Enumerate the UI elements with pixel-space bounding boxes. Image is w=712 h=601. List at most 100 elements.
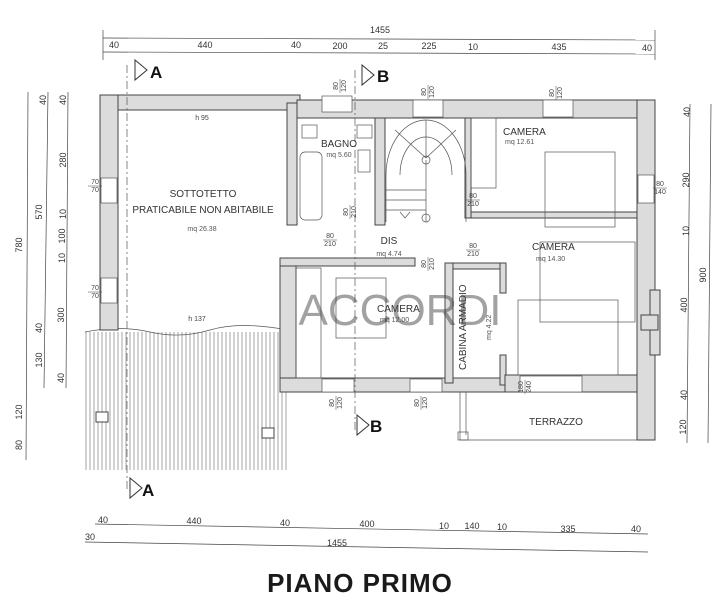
- svg-text:210: 210: [324, 241, 336, 248]
- dim-top: 25: [378, 41, 388, 51]
- svg-text:80: 80: [421, 260, 428, 268]
- svg-text:mq 14.30: mq 14.30: [536, 256, 565, 263]
- svg-text:120: 120: [557, 87, 564, 99]
- svg-text:210: 210: [351, 206, 358, 218]
- toilet: [301, 124, 318, 139]
- bed: [544, 151, 616, 228]
- svg-text:CABINA ARMADIO: CABINA ARMADIO: [458, 284, 469, 370]
- svg-text:DIS: DIS: [381, 236, 398, 247]
- svg-text:120: 120: [337, 397, 344, 409]
- dim-left: 570: [34, 204, 44, 219]
- room-area: mq 26.38: [187, 226, 216, 233]
- dim-top: 435: [551, 42, 566, 52]
- dim-bottom-total: 1455: [327, 538, 347, 548]
- room-cabina-armadio: CABINA ARMADIO mq 4.22: [458, 284, 493, 370]
- window: [637, 174, 655, 204]
- dim-bottom: 10: [497, 522, 507, 532]
- dim-top: 40: [291, 40, 301, 50]
- dim-left: 100: [57, 228, 67, 243]
- bathtub: [299, 151, 323, 221]
- svg-text:mq 4.74: mq 4.74: [376, 251, 401, 258]
- section-mark-a-bottom: A: [129, 476, 154, 500]
- height-label: h 95: [195, 115, 209, 122]
- dim-bottom: 440: [186, 516, 201, 526]
- dim-right: 120: [678, 419, 688, 434]
- svg-text:A: A: [150, 63, 162, 82]
- dim-bottom-offset: 30: [85, 532, 95, 542]
- dim-bottom: 10: [439, 521, 449, 531]
- walls: [99, 94, 661, 441]
- dim-bottom: 40: [280, 518, 290, 528]
- bottom-dimensions: 40 440 40 400 10 140 10 335 40 30 1455: [85, 515, 649, 553]
- dim-left: 780: [14, 237, 24, 252]
- room-name: PRATICABILE NON ABITABILE: [132, 205, 274, 216]
- plan-title: PIANO PRIMO: [267, 568, 453, 598]
- windows: [100, 95, 655, 393]
- window: [542, 99, 574, 118]
- room-camera-3: CAMERA mq 12.00: [377, 304, 420, 324]
- window: [321, 95, 353, 113]
- dim-bottom: 400: [359, 519, 374, 529]
- room-name: SOTTOTETTO: [170, 189, 237, 200]
- svg-text:80: 80: [326, 233, 334, 240]
- dim-top: 10: [468, 42, 478, 52]
- terrace-door: [519, 375, 583, 393]
- roof-vent: [261, 427, 275, 439]
- dim-left: 10: [57, 253, 67, 263]
- window: [321, 378, 355, 393]
- height-label: h 137: [188, 316, 206, 323]
- svg-text:mq 5.60: mq 5.60: [326, 152, 351, 159]
- room-terrazzo: TERRAZZO: [529, 417, 583, 428]
- svg-text:B: B: [370, 417, 382, 436]
- svg-text:mq 4.22: mq 4.22: [486, 315, 493, 340]
- roof-hatch: [85, 332, 287, 470]
- svg-text:CAMERA: CAMERA: [377, 304, 420, 315]
- door-swing: [517, 299, 619, 376]
- svg-text:210: 210: [467, 251, 479, 258]
- window: [100, 277, 118, 304]
- section-mark-b-top: B: [361, 63, 389, 87]
- top-dimensions: 1455 40 440 40 200 25 225 10 435 40: [102, 25, 656, 60]
- svg-text:180: 180: [518, 381, 525, 393]
- dim-top-total: 1455: [370, 25, 390, 35]
- svg-text:240: 240: [526, 381, 533, 393]
- svg-text:mq 12.00: mq 12.00: [380, 317, 409, 324]
- svg-text:80: 80: [469, 243, 477, 250]
- spiral-staircase: [385, 119, 467, 223]
- wardrobe: [295, 267, 322, 379]
- svg-text:TERRAZZO: TERRAZZO: [529, 417, 583, 428]
- room-camera-1: CAMERA mq 12.61: [503, 127, 546, 146]
- room-camera-2: CAMERA mq 14.30: [532, 242, 575, 263]
- svg-text:80: 80: [656, 181, 664, 188]
- dim-left: 130: [34, 352, 44, 367]
- wardrobe: [470, 117, 497, 189]
- svg-text:70: 70: [91, 179, 99, 186]
- svg-text:120: 120: [341, 80, 348, 92]
- svg-text:80: 80: [329, 399, 336, 407]
- dim-right-total: 900: [698, 267, 708, 282]
- svg-text:210: 210: [429, 258, 436, 270]
- room-bagno: BAGNO mq 5.60: [321, 139, 357, 159]
- dim-top: 200: [332, 41, 347, 51]
- dim-top: 40: [109, 40, 119, 50]
- svg-text:120: 120: [422, 397, 429, 409]
- svg-text:B: B: [377, 67, 389, 86]
- dim-left: 40: [56, 373, 66, 383]
- dim-left: 80: [14, 440, 24, 450]
- svg-text:80: 80: [421, 88, 428, 96]
- svg-text:A: A: [142, 481, 154, 500]
- window: [409, 378, 443, 393]
- svg-text:70: 70: [91, 293, 99, 300]
- dim-left: 300: [56, 307, 66, 322]
